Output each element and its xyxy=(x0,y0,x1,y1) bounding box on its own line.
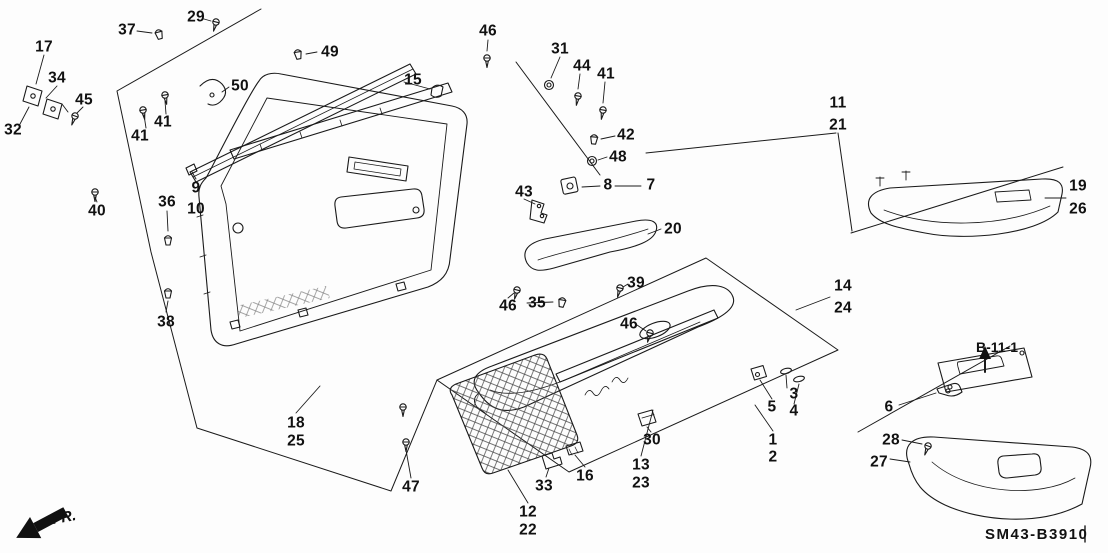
callout-17: 17 xyxy=(35,38,53,56)
callout-28: 28 xyxy=(882,431,900,449)
callout-7: 7 xyxy=(646,176,656,194)
callout-34: 34 xyxy=(48,69,66,87)
section-ref-label: B-11-1 xyxy=(975,339,1019,355)
callout-23: 23 xyxy=(632,474,650,492)
callout-18: 18 xyxy=(287,414,305,432)
callout-37: 37 xyxy=(118,21,136,39)
callout-1: 1 xyxy=(768,431,778,449)
callout-49: 49 xyxy=(321,43,339,61)
callout-12: 12 xyxy=(519,503,537,521)
callout-25: 25 xyxy=(287,432,305,450)
callout-2: 2 xyxy=(768,448,778,466)
callout-41: 41 xyxy=(597,65,615,83)
front-armrest-drawing xyxy=(906,347,1092,520)
callout-20: 20 xyxy=(664,220,682,238)
callout-4: 4 xyxy=(789,402,799,420)
callout-32: 32 xyxy=(4,121,22,139)
door-pocket-group xyxy=(449,285,805,475)
callout-29: 29 xyxy=(187,8,205,26)
rear-armrest-drawing xyxy=(867,170,1063,237)
callout-46: 46 xyxy=(499,297,517,315)
callout-16: 16 xyxy=(576,467,594,485)
callout-10: 10 xyxy=(187,200,205,218)
callout-14: 14 xyxy=(834,277,852,295)
callout-13: 13 xyxy=(632,456,650,474)
callout-11: 11 xyxy=(829,94,847,112)
callout-41: 41 xyxy=(154,113,172,131)
callout-46: 46 xyxy=(479,22,497,40)
leader-lines xyxy=(19,18,1067,504)
callout-33: 33 xyxy=(535,477,553,495)
callout-50: 50 xyxy=(231,77,249,95)
diagram-code: SM43-B3910 xyxy=(985,526,1089,543)
callout-3: 3 xyxy=(789,385,799,403)
section-ref-arrow xyxy=(979,346,991,373)
callout-41: 41 xyxy=(131,127,149,145)
callout-21: 21 xyxy=(829,116,847,134)
callout-15: 15 xyxy=(404,71,422,89)
center-armrest-drawing xyxy=(524,176,658,271)
window-molding-strips xyxy=(185,63,453,183)
callout-8: 8 xyxy=(603,176,613,194)
callout-5: 5 xyxy=(767,398,777,416)
callout-42: 42 xyxy=(617,126,635,144)
callout-35: 35 xyxy=(528,294,546,312)
callout-26: 26 xyxy=(1069,200,1087,218)
callout-22: 22 xyxy=(519,521,537,539)
callout-30: 30 xyxy=(643,431,661,449)
callout-27: 27 xyxy=(870,453,888,471)
callout-43: 43 xyxy=(515,183,533,201)
callout-6: 6 xyxy=(884,398,894,416)
callout-46: 46 xyxy=(620,315,638,333)
callout-38: 38 xyxy=(157,313,175,331)
callout-24: 24 xyxy=(834,299,852,317)
callout-44: 44 xyxy=(573,57,591,75)
callout-48: 48 xyxy=(609,148,627,166)
callout-47: 47 xyxy=(402,478,420,496)
hinge-bracket-cluster xyxy=(22,85,69,120)
door-panel-drawing xyxy=(196,72,468,347)
callout-40: 40 xyxy=(88,202,106,220)
callout-31: 31 xyxy=(551,40,569,58)
callout-9: 9 xyxy=(191,179,201,197)
fr-arrow-icon xyxy=(16,507,69,539)
callout-45: 45 xyxy=(75,91,93,109)
callout-19: 19 xyxy=(1069,177,1087,195)
callout-36: 36 xyxy=(158,193,176,211)
callout-39: 39 xyxy=(627,274,645,292)
